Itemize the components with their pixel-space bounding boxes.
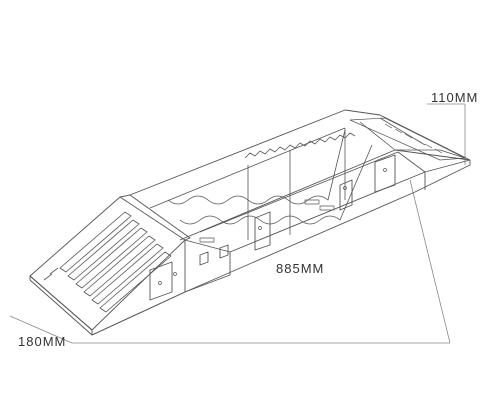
rear-rail — [349, 117, 466, 161]
side-panels — [149, 149, 466, 301]
holes — [158, 168, 387, 285]
width-dimension-label: 180MM — [18, 334, 67, 349]
length-dimension-label: 885MM — [276, 261, 325, 276]
dimension-lines — [9, 103, 466, 344]
front-ramp-slots — [43, 211, 172, 313]
internal-ribs — [149, 117, 440, 240]
front-ramp — [29, 194, 191, 336]
height-dimension-label: 110MM — [431, 90, 479, 105]
sawtooth-edge — [244, 132, 356, 159]
